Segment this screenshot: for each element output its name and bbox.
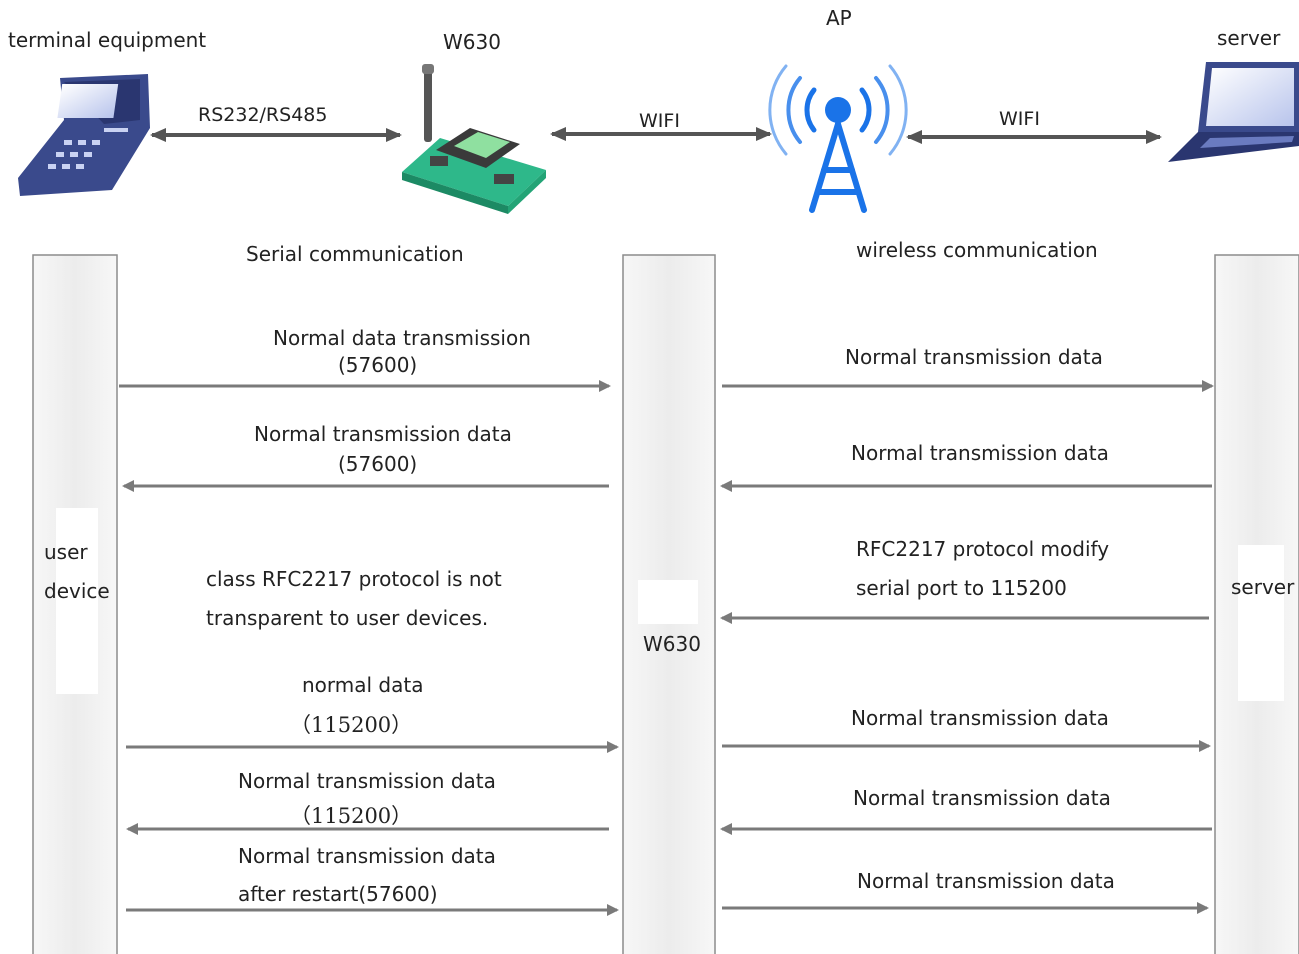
reply-2-label: Normal transmission data <box>851 441 1109 465</box>
message-2-rate: (57600) <box>338 452 417 476</box>
message-5: Normal transmission data after restart(5… <box>126 844 619 916</box>
reply-2: Normal transmission data <box>720 441 1212 492</box>
reply-3: RFC2217 protocol modify serial port to 1… <box>720 537 1209 624</box>
wireless-tower-icon <box>768 64 908 213</box>
message-3: normal data （115200） <box>126 673 619 753</box>
terminal-label: terminal equipment <box>8 28 206 52</box>
message-4: Normal transmission data （115200） <box>126 769 609 835</box>
handheld-terminal-icon <box>18 74 150 196</box>
serial-section-title: Serial communication <box>246 242 464 266</box>
message-1: Normal data transmission (57600) <box>119 326 611 392</box>
laptop-icon <box>1168 62 1299 162</box>
serial-link-label: RS232/RS485 <box>198 104 327 126</box>
message-5-label: Normal transmission data <box>238 844 496 868</box>
w630-lane-label-bg <box>638 580 698 624</box>
user-lane-label-2: device <box>44 579 110 603</box>
reply-3-label-2: serial port to 115200 <box>856 576 1067 600</box>
wireless-section-title: wireless communication <box>856 238 1098 262</box>
protocol-note: class RFC2217 protocol is not transparen… <box>206 567 502 630</box>
message-2-label: Normal transmission data <box>254 422 512 446</box>
message-3-rate: （115200） <box>290 713 412 737</box>
message-3-label: normal data <box>302 673 423 697</box>
wifi-module-icon <box>402 64 546 214</box>
message-1-label: Normal data transmission <box>273 326 531 350</box>
reply-5: Normal transmission data <box>720 786 1212 835</box>
message-5-rate: after restart(57600) <box>238 882 438 906</box>
reply-6: Normal transmission data <box>722 869 1209 914</box>
message-2: Normal transmission data (57600) <box>122 422 609 492</box>
reply-4-label: Normal transmission data <box>851 706 1109 730</box>
user-lane-label-bg <box>56 508 98 694</box>
server-label: server <box>1217 26 1281 50</box>
reply-6-label: Normal transmission data <box>857 869 1115 893</box>
w630-label: W630 <box>443 30 501 54</box>
reply-5-label: Normal transmission data <box>853 786 1111 810</box>
user-lane-label-1: user <box>44 540 88 564</box>
message-4-rate: （115200） <box>290 804 412 828</box>
server-lane-label: server <box>1231 575 1295 599</box>
reply-1: Normal transmission data <box>722 345 1214 392</box>
wifi-link-label-1: WIFI <box>639 110 680 132</box>
protocol-note-line-1: class RFC2217 protocol is not <box>206 567 502 591</box>
server-lane-label-bg <box>1238 545 1284 701</box>
ap-label: AP <box>826 6 852 30</box>
wifi-link-label-2: WIFI <box>999 108 1040 130</box>
reply-1-label: Normal transmission data <box>845 345 1103 369</box>
message-4-label: Normal transmission data <box>238 769 496 793</box>
reply-4: Normal transmission data <box>722 706 1211 752</box>
message-1-rate: (57600) <box>338 353 417 377</box>
protocol-note-line-2: transparent to user devices. <box>206 606 488 630</box>
w630-lane-label: W630 <box>643 632 701 656</box>
reply-3-label-1: RFC2217 protocol modify <box>856 537 1109 561</box>
